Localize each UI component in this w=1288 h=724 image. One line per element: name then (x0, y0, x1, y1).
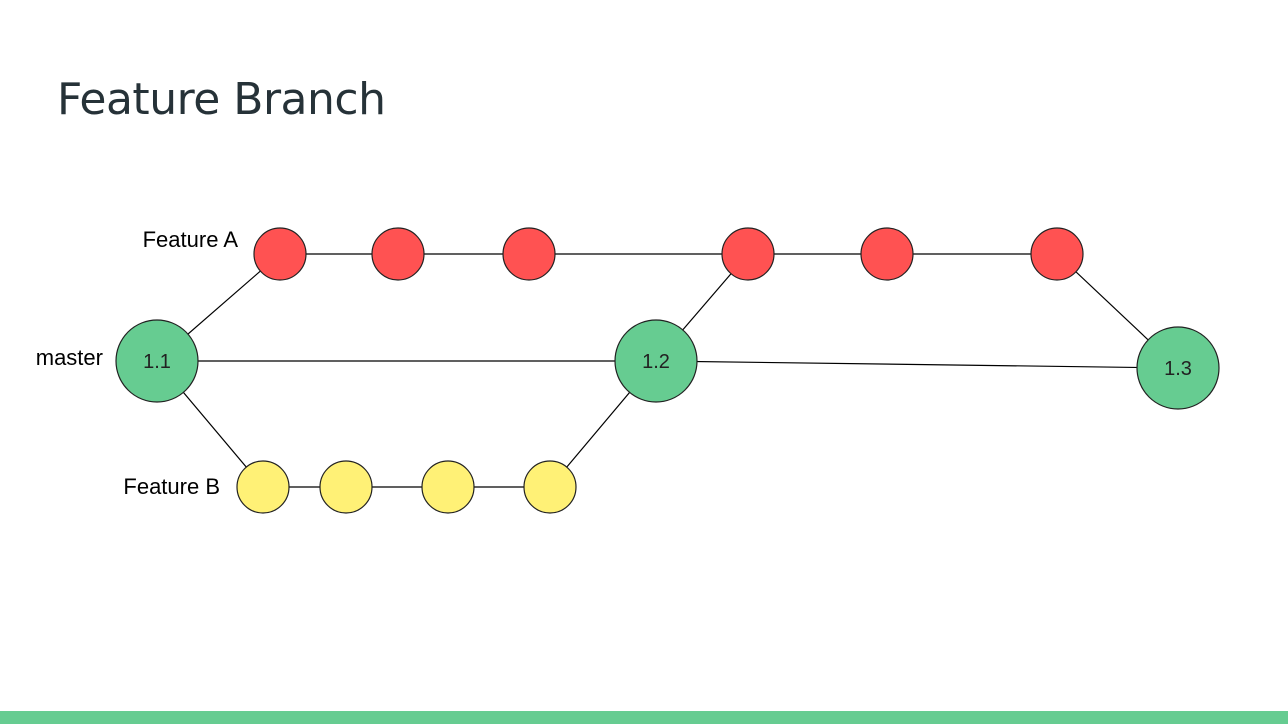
slide-title: Feature Branch (57, 74, 386, 125)
feature-a-commit (860, 227, 914, 281)
master-edge (655, 360, 1179, 369)
feature-a-commit (721, 227, 775, 281)
feature-b-commit (236, 460, 290, 514)
footer-accent-bar (0, 711, 1288, 724)
lane-label-feature-a: Feature A (143, 227, 239, 252)
commit-nodes: 1.1 1.2 1.3 (115, 227, 1220, 514)
feature-b-commit (319, 460, 373, 514)
lane-label-feature-b: Feature B (123, 474, 220, 499)
feature-b-commit (523, 460, 577, 514)
release-node-r2 (614, 319, 698, 403)
feature-a-commit (502, 227, 556, 281)
release-label-r3: 1.3 (1164, 358, 1192, 380)
release-label-r1: 1.1 (143, 351, 171, 373)
feature-a-commit (1030, 227, 1084, 281)
feature-a-commit (253, 227, 307, 281)
feature-a-commit (371, 227, 425, 281)
release-node-r3 (1136, 326, 1220, 410)
lane-label-master: master (36, 345, 103, 370)
release-node-r1 (115, 319, 199, 403)
release-label-r2: 1.2 (642, 351, 670, 373)
feature-b-commit (421, 460, 475, 514)
